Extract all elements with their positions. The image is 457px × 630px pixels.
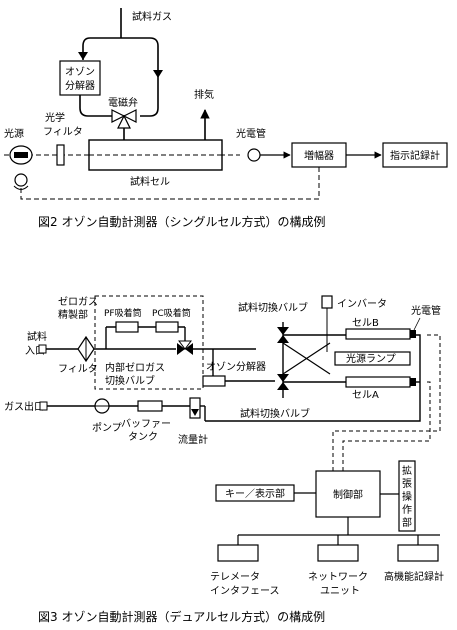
pipe-decomposer-to-valve: [79, 95, 112, 117]
cell-a: [345, 376, 411, 388]
label-network-1: ネットワーク: [308, 571, 368, 583]
phototube-symbol: [247, 148, 261, 162]
pc-adsorber-box: [155, 321, 179, 333]
label-buffer-tank-1: バッファー: [121, 418, 171, 430]
label-sample-inlet-2: 入口: [25, 346, 45, 357]
label-sample-switch-valve-top: 試料切換バルブ: [238, 301, 308, 314]
hp-recorder-box: [397, 544, 439, 562]
internal-zero-valve-c: [178, 340, 192, 350]
label-recorder: 指示記録計: [390, 149, 440, 162]
pipe-exhaust-return: [205, 334, 421, 422]
buffer-tank-box: [137, 400, 163, 412]
label-expansion-5: 部: [402, 516, 412, 529]
light-source-filament: [14, 152, 28, 158]
sample-switch-valve-top: [277, 327, 289, 335]
telemeter-box: [217, 544, 259, 562]
label-control-unit: 制御部: [333, 488, 363, 501]
label-inverter: インバータ: [337, 298, 387, 310]
label-exhaust: 排気: [194, 88, 214, 101]
internal-zero-valve-a: [177, 343, 185, 355]
label-hp-recorder: 高機能記録計: [384, 570, 444, 583]
cell-b: [345, 328, 411, 340]
label-pump: ポンプ: [92, 422, 122, 434]
flow-arrow-right: [153, 70, 163, 78]
label-solenoid-valve: 電磁弁: [108, 96, 138, 109]
label-light-source: 光源: [4, 127, 24, 140]
label-filter: フィルタ: [58, 363, 98, 375]
label-expansion-3: 操: [402, 490, 412, 503]
label-optical-filter-1: 光学: [45, 111, 65, 124]
label-phototube: 光電管: [236, 127, 266, 140]
solenoid-valve-symbol-b: [122, 109, 137, 123]
lamp-box: [334, 351, 411, 366]
label-zero-gas-unit-2: 精製部: [58, 308, 88, 321]
photodetector-leader: [413, 317, 421, 331]
figure-3: ゼロガス 精製部 試料 入口 フィルタ PF吸着筒 PC吸着筒 内部ゼロガス 切…: [4, 295, 444, 624]
label-internal-zero-valve-1: 内部ゼロガス: [105, 361, 165, 374]
label-amplifier: 増幅器: [304, 149, 334, 162]
caption-figure-2: 図2 オゾン自動計測器（シングルセル方式）の構成例: [38, 214, 325, 229]
label-photodetector: 光電管: [411, 304, 441, 317]
label-lamp: 光源ランプ: [346, 352, 396, 365]
label-ozone-decomposer-1: オゾン: [65, 66, 95, 78]
label-zero-gas-unit-1: ゼロガス: [58, 296, 98, 308]
label-flowmeter: 流量計: [178, 433, 208, 446]
caption-figure-3: 図3 オゾン自動計測器（デュアルセル方式）の構成例: [38, 609, 325, 624]
sample-switch-valve-bottom-b: [277, 382, 289, 390]
flowmeter-symbol: [189, 397, 201, 419]
label-expansion-1: 拡: [402, 464, 412, 477]
label-optical-filter-2: フィルタ: [43, 126, 83, 138]
photodetector-b: [410, 330, 416, 338]
label-pc-adsorber: PC吸着筒: [152, 307, 191, 319]
light-source-sensor: [14, 173, 28, 187]
zero-gas-unit-boundary: [94, 295, 204, 390]
label-buffer-tank-2: タンク: [128, 431, 158, 443]
label-telemeter-2: インタフェース: [210, 585, 280, 597]
label-gas-outlet: ガス出口: [4, 400, 44, 413]
label-sample-inlet-1: 試料: [27, 330, 47, 343]
internal-zero-valve-b: [185, 343, 193, 355]
label-pf-adsorber: PF吸着筒: [104, 307, 142, 319]
expansion-panel-box: [398, 460, 416, 532]
solenoid-valve-symbol: [111, 109, 126, 123]
label-sample-gas: 試料ガス: [132, 10, 172, 23]
sample-switch-valve-bottom: [277, 374, 289, 382]
inverter-symbol: [321, 295, 333, 309]
network-box: [317, 544, 359, 562]
optical-filter: [56, 144, 65, 166]
sample-switch-valve-top-b: [277, 335, 289, 343]
label-expansion-4: 作: [402, 504, 412, 516]
label-cell-b: セルB: [352, 317, 379, 329]
recorder-box: [382, 142, 448, 168]
pipe-crossover: [282, 342, 331, 375]
flow-arrow-left: [78, 52, 88, 60]
control-line-1: [332, 334, 441, 471]
label-ozone-decomposer: オゾン分解器: [206, 360, 266, 373]
label-telemeter-1: テレメータ: [210, 571, 260, 583]
label-sample-switch-valve-bottom: 試料切換バルブ: [240, 407, 310, 420]
control-line-2: [342, 381, 431, 471]
ozone-decomposer-box: [59, 60, 101, 96]
label-network-2: ユニット: [320, 586, 360, 597]
figure-2: 試料ガス オゾン 分解器 電磁弁 排気 光源 光学 フィルタ: [4, 8, 448, 229]
label-expansion-2: 張: [402, 478, 412, 490]
label-key-display: キー／表示部: [225, 487, 285, 500]
label-cell-a: セルA: [352, 389, 379, 401]
flowmeter-float: [191, 409, 199, 416]
label-sample-cell: 試料セル: [130, 175, 170, 188]
sample-inlet-port: [38, 344, 47, 354]
label-ozone-decomposer-2: 分解器: [65, 79, 95, 92]
feedback-line: [20, 167, 320, 200]
pf-adsorber-box: [115, 321, 139, 333]
gas-outlet-port: [39, 401, 48, 411]
sample-cell: [88, 139, 223, 171]
label-internal-zero-valve-2: 切換バルブ: [105, 374, 155, 387]
ozone-decomposer-box: [202, 375, 226, 387]
